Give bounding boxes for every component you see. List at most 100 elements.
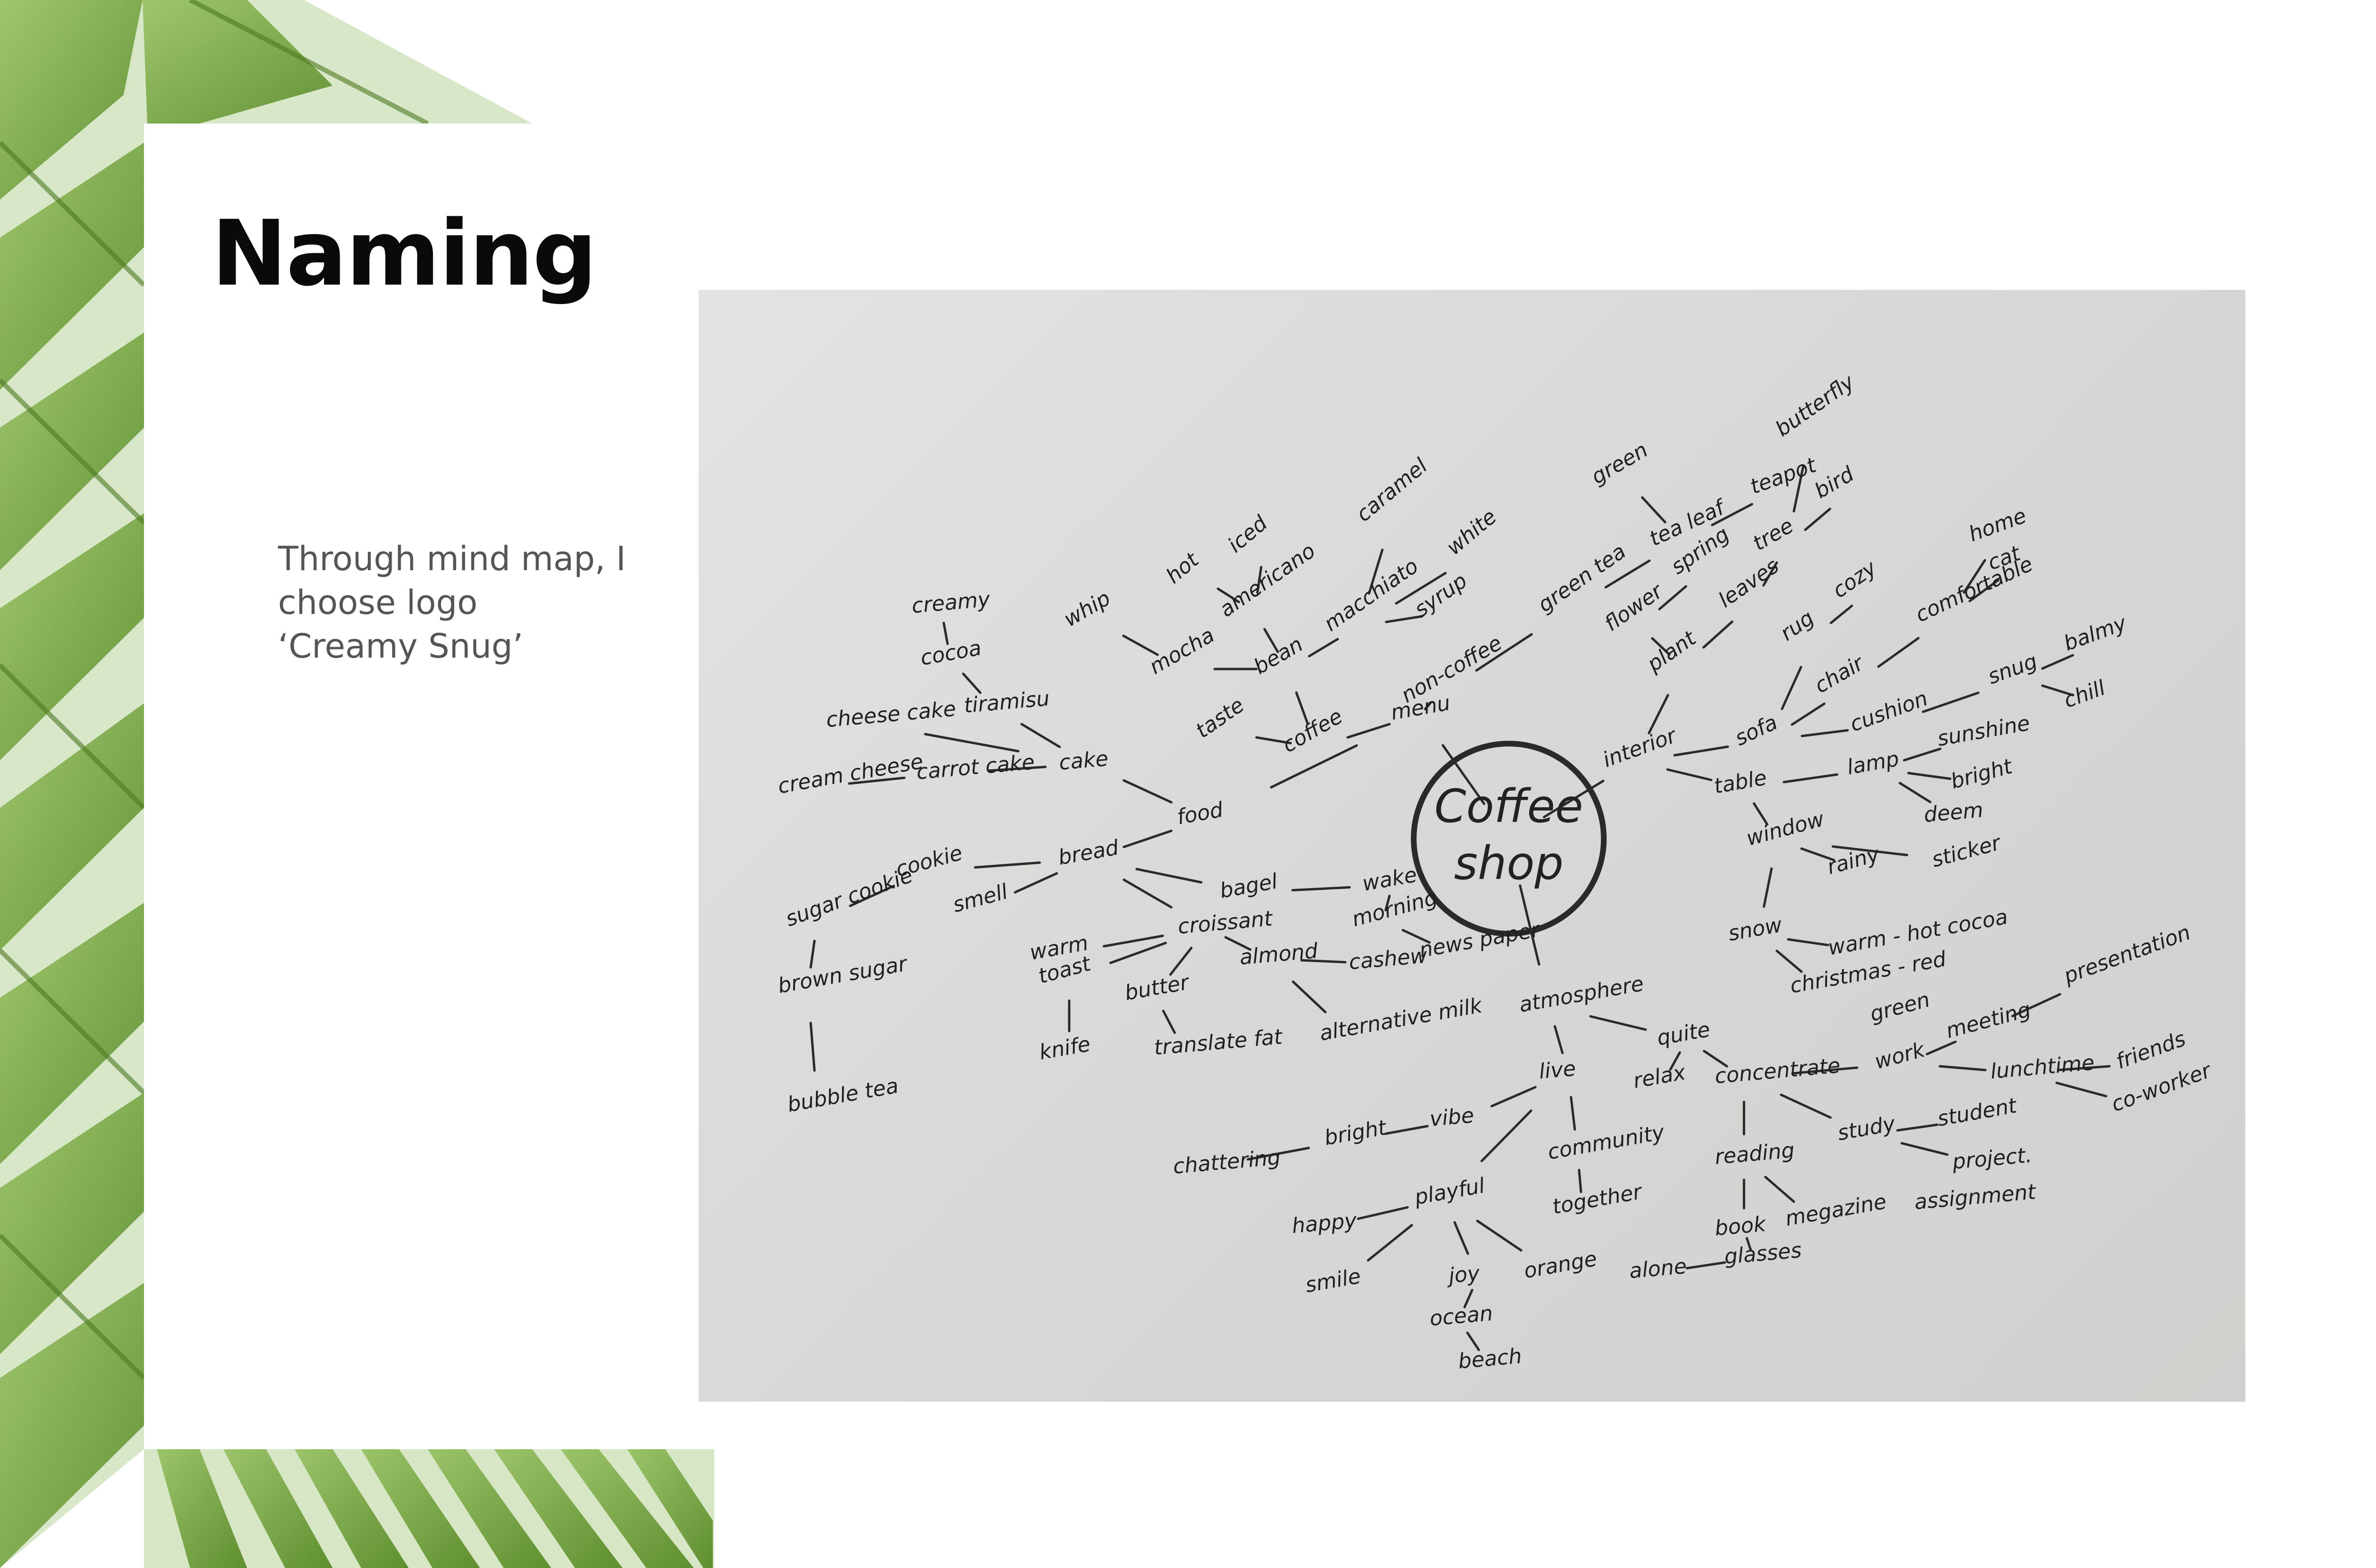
connector-line [1903,747,1942,762]
connector-line [848,776,906,785]
mind-map-word-live: live [1538,1056,1577,1084]
connector-line [1384,1125,1429,1135]
mind-map-word-snug: snug [1984,649,2041,689]
connector-line [1384,895,1391,911]
mind-map-word-student: student [1935,1093,2019,1131]
connector-line [1542,780,1605,819]
mind-map-word-almond: almond [1239,939,1320,970]
connector-line [1669,1051,1681,1071]
mind-map-word-taste: taste [1191,693,1249,743]
mind-map-word-table: table [1712,765,1769,799]
connector-line [1270,744,1358,789]
mind-map-word-iced: iced [1223,511,1273,558]
connector-line [1648,694,1669,735]
mind-map-word-bubbletea: bubble tea [786,1074,901,1117]
connector-line [2041,684,2074,697]
connector-line [942,621,949,645]
connector-line [1900,1142,1949,1156]
caption-text: Through mind map, I choose logo ‘Creamy … [278,537,668,668]
mind-map-word-butter: butter [1123,970,1192,1005]
mind-map-word-glasses: glasses [1724,1238,1803,1269]
connector-line [1224,936,1252,951]
mind-map-word-green: green [1587,438,1652,489]
connector-line [1673,746,1729,756]
caption-line-3: ‘Creamy Snug’ [278,627,524,666]
connector-line [1968,579,2000,602]
mind-map-word-wake: wake [1360,863,1419,896]
connector-line [1791,1066,1859,1075]
mind-map-word-smell: smell [950,880,1011,918]
mind-map-word-white: white [1442,505,1501,560]
connector-line [1651,637,1671,656]
mind-map-word-noncoffee: non-coffee [1397,631,1506,708]
connector-line [1641,496,1667,524]
mind-map-word-home: home [1965,504,2030,547]
connector-line [1122,879,1173,908]
connector-line [1963,559,1986,594]
mind-map-word-cocoa: cocoa [919,636,983,670]
connector-line [1703,1050,1728,1068]
mind-map-word-joy: joy [1446,1261,1481,1288]
mind-map-word-cushion: cushion [1847,686,1931,736]
mind-map-word-playful: playful [1412,1174,1487,1210]
mind-map-word-concentrate: concentrate [1714,1053,1841,1089]
caption-line-1: Through mind map, I [278,539,626,578]
connector-line [1764,1176,1795,1203]
connector-line [1763,867,1773,908]
connector-line [1831,845,1908,856]
connector-line [1570,1096,1576,1131]
mind-map-word-meeting: meeting [1944,997,2033,1043]
mind-map-word-cashew: cashew [1348,944,1429,975]
connector-line [1926,1041,1957,1055]
mind-map-word-coffee: coffee [1278,704,1347,758]
mind-map-word-bagel: bagel [1218,869,1280,903]
mind-map-word-vibe: vibe [1429,1103,1475,1131]
connector-line [987,765,1047,772]
connector-line [1367,1224,1413,1262]
mind-map-word-greenx: green [1868,987,1933,1026]
mind-map-word-friends: friends [2113,1027,2189,1074]
mind-map-word-butterfly: butterfly [1771,370,1859,441]
connector-line [1686,1261,1726,1270]
connector-line [1122,779,1173,803]
mind-map-word-together: together [1551,1179,1645,1219]
caption-line-2: choose logo [278,583,478,622]
connector-line [1480,1109,1533,1162]
mind-map-word-book: book [1714,1212,1768,1241]
mind-map-word-ocean: ocean [1429,1301,1494,1331]
connector-line [2041,654,2074,670]
mind-map-word-relax: relax [1631,1060,1688,1093]
mind-map-word-americano: americano [1215,538,1320,622]
mind-map-word-creamy: creamy [911,587,992,618]
connector-line [1898,782,1932,803]
connector-line [1246,1147,1310,1161]
connector-line [1135,868,1203,884]
mind-map-word-snow: snow [1726,913,1784,946]
mind-map-word-brownsugar: brown sugar [776,951,910,998]
mind-map-word-bean: bean [1250,632,1307,679]
connector-line [1804,507,1831,531]
mind-map-word-smile: smile [1303,1264,1362,1298]
connector-line [1401,929,1431,944]
mind-map-word-lamp: lamp [1845,747,1901,780]
mind-map-diagram: Coffee shop menufoodcaketiramisucocoacre… [776,370,2215,1374]
connector-line [1357,1206,1409,1220]
connector-line [1014,872,1058,894]
connector-line [1938,1065,1987,1071]
connector-line [2011,993,2061,1017]
connector-line [1745,1237,1752,1251]
connector-line [1702,621,1734,649]
mind-map-word-morning: morning [1350,886,1440,932]
mind-map-word-rug: rug [1776,606,1819,646]
mind-map-word-bright: bright [1322,1116,1389,1150]
mind-map-word-creamcheese: cream cheese [776,749,925,799]
mind-map-word-assignment: assignment [1914,1180,2038,1214]
connector-line [1109,942,1167,964]
mind-map-word-alone: alone [1629,1254,1688,1283]
mind-map-word-chill: chill [2060,676,2109,713]
connector-line [849,885,895,907]
connector-line [1263,628,1279,653]
connector-line [1122,634,1159,656]
mind-map-word-reading: reading [1714,1138,1796,1169]
connector-line [1519,884,1541,966]
